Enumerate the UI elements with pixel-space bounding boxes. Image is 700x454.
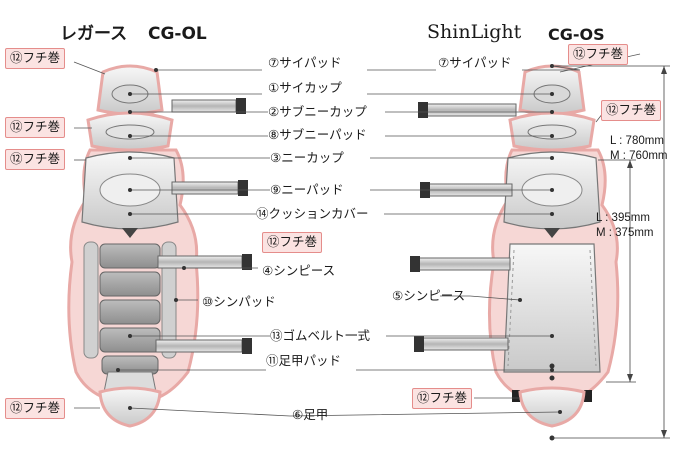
left-guard: [67, 64, 252, 428]
label-thigh-pad-right: ⑦サイパッド: [438, 55, 512, 70]
label-knee-cup: ③ニーカップ: [270, 150, 344, 165]
center-binding-tag: ⑫フチ巻: [262, 232, 323, 253]
dim-total-m: M : 760mm: [610, 150, 668, 162]
label-elastic-belt-set: ⑬ゴムベルト一式: [270, 328, 371, 343]
label-sub-knee-cup: ②サブニーカップ: [268, 104, 367, 119]
label-shin-pad: ⑩シンパッド: [202, 294, 276, 309]
label-thigh-pad-left: ⑦サイパッド: [268, 55, 342, 70]
dim-shin-l: L : 395mm: [596, 212, 650, 224]
right-shin-piece: [503, 243, 601, 373]
label-instep: ⑥足甲: [292, 407, 329, 422]
label-cushion-cover: ⑭クッションカバー: [256, 206, 369, 221]
right-guard: [410, 64, 620, 428]
label-sub-knee-pad: ⑧サブニーパッド: [268, 127, 367, 142]
leader-lines: [73, 53, 641, 417]
left-binding-tag-thigh: ⑫フチ巻: [5, 48, 66, 69]
right-instep: [518, 386, 586, 428]
label-shin-piece-right: ⑤シンピース: [392, 288, 466, 303]
left-product-name: レガース: [60, 24, 128, 44]
right-binding-tag-subknee: ⑫フチ巻: [601, 100, 662, 121]
label-instep-pad: ⑪足甲パッド: [266, 353, 342, 368]
label-thigh-cup: ①サイカップ: [268, 80, 342, 95]
dimension-lines: [552, 65, 670, 439]
dim-shin-m: M : 375mm: [596, 227, 654, 239]
dimension-arrows: [627, 66, 667, 438]
left-binding-tag-instep: ⑫フチ巻: [5, 398, 66, 419]
label-knee-pad: ⑨ニーパッド: [270, 182, 344, 197]
right-binding-tag-thigh: ⑫フチ巻: [568, 44, 629, 65]
left-binding-tag-knee: ⑫フチ巻: [5, 149, 66, 170]
label-shin-piece-left: ④シンピース: [262, 263, 336, 278]
right-binding-tag-instep: ⑫フチ巻: [412, 388, 473, 409]
left-binding-tag-subknee: ⑫フチ巻: [5, 117, 66, 138]
right-product-model: CG-OS: [548, 25, 605, 44]
dim-total-l: L : 780mm: [610, 135, 664, 147]
left-product-model: CG-OL: [148, 24, 207, 44]
right-product-brand: ShinLight: [427, 21, 522, 43]
